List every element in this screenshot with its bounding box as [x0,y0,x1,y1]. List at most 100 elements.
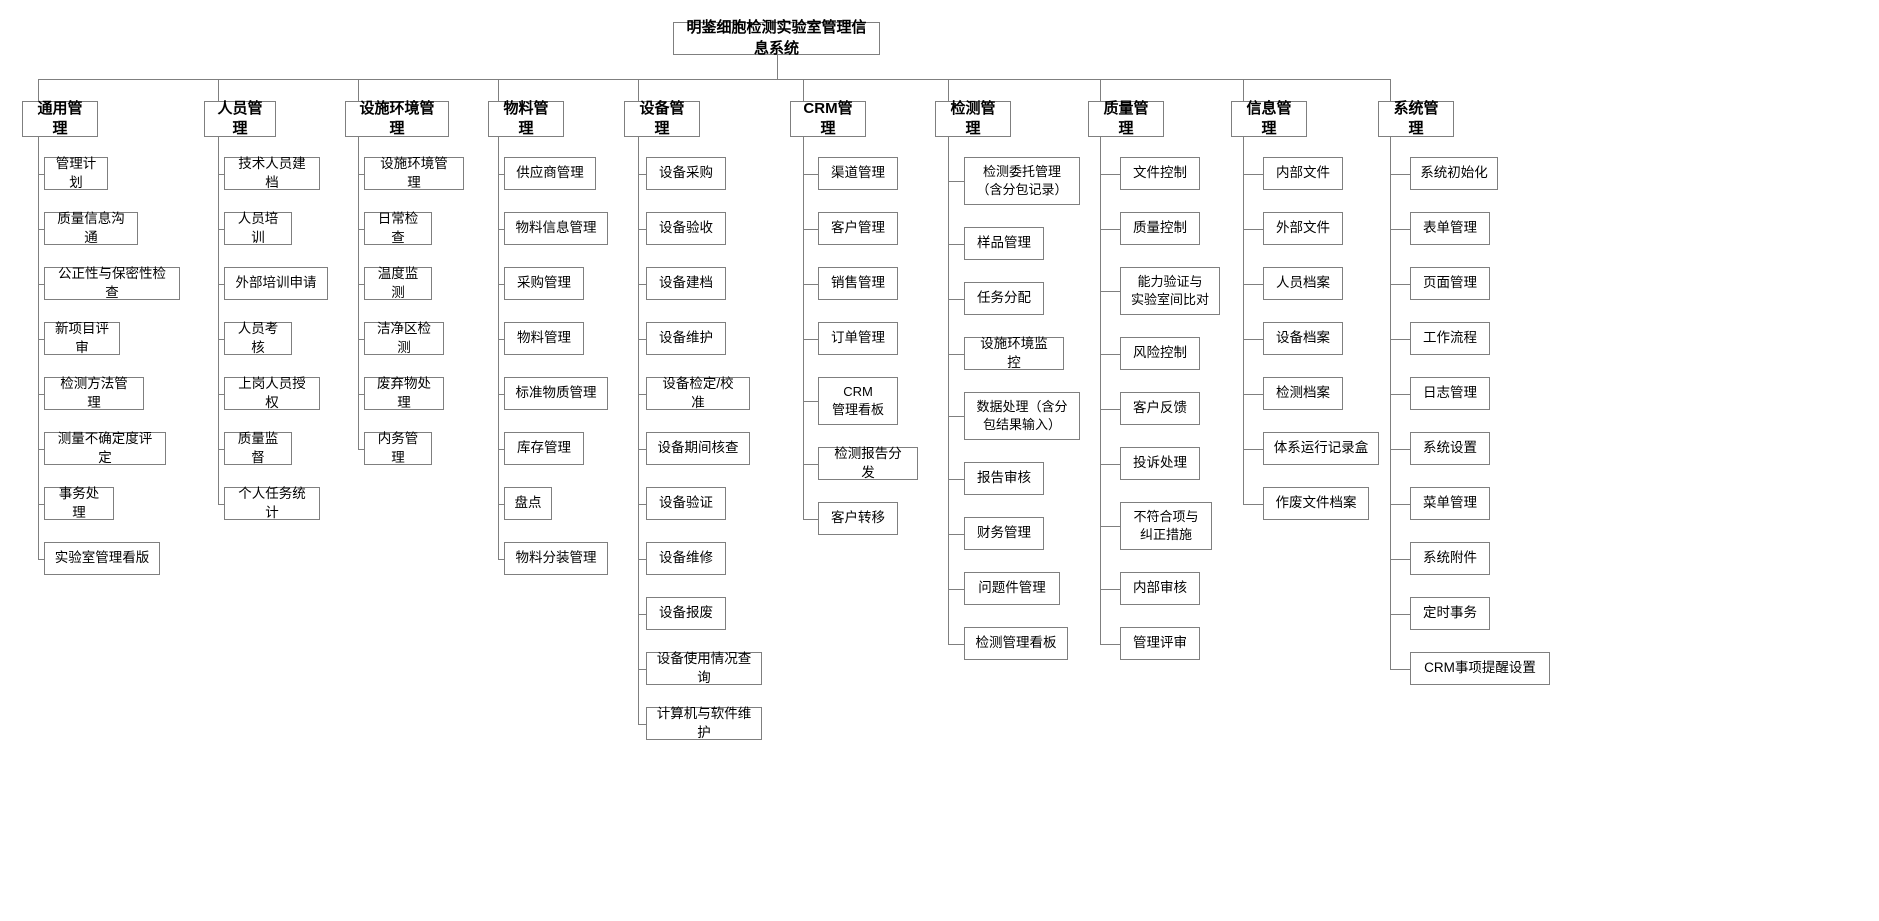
category-node-facility[interactable]: 设施环境管理 [345,100,449,137]
leaf-node-quality-2[interactable]: 能力验证与 实验室间比对 [1120,267,1220,315]
leaf-node-equipment-10[interactable]: 计算机与软件维护 [646,706,762,740]
leaf-node-facility-2[interactable]: 温度监测 [364,266,432,300]
leaf-node-quality-8[interactable]: 管理评审 [1120,627,1200,660]
leaf-node-material-3[interactable]: 物料管理 [504,322,584,355]
leaf-node-material-0[interactable]: 供应商管理 [504,157,596,190]
leaf-node-system-3[interactable]: 工作流程 [1410,322,1490,355]
leaf-stub-line-crm-2 [803,284,818,285]
leaf-node-information-3[interactable]: 设备档案 [1263,322,1343,355]
category-node-general[interactable]: 通用管理 [22,100,98,137]
leaf-node-equipment-8[interactable]: 设备报废 [646,597,726,630]
leaf-node-equipment-0[interactable]: 设备采购 [646,157,726,190]
leaf-node-material-7[interactable]: 物料分装管理 [504,542,608,575]
leaf-node-testing-7[interactable]: 问题件管理 [964,572,1060,605]
leaf-node-crm-2[interactable]: 销售管理 [818,267,898,300]
leaf-stub-line-personnel-5 [218,449,224,450]
leaf-node-testing-3[interactable]: 设施环境监控 [964,336,1064,370]
leaf-node-facility-3[interactable]: 洁净区检测 [364,321,444,355]
leaf-node-testing-1[interactable]: 样品管理 [964,227,1044,260]
leaf-node-information-1[interactable]: 外部文件 [1263,212,1343,245]
leaf-node-system-1[interactable]: 表单管理 [1410,212,1490,245]
leaf-node-personnel-0[interactable]: 技术人员建档 [224,156,320,190]
leaf-node-crm-6[interactable]: 客户转移 [818,502,898,535]
leaf-node-material-4[interactable]: 标准物质管理 [504,377,608,410]
leaf-node-testing-2[interactable]: 任务分配 [964,282,1044,315]
leaf-node-material-5[interactable]: 库存管理 [504,432,584,465]
leaf-stub-line-general-0 [38,174,44,175]
leaf-node-personnel-6[interactable]: 个人任务统计 [224,486,320,520]
leaf-node-general-0[interactable]: 管理计划 [44,156,108,190]
leaf-node-crm-3[interactable]: 订单管理 [818,322,898,355]
leaf-stub-line-quality-3 [1100,354,1120,355]
leaf-node-information-5[interactable]: 体系运行记录盒 [1263,432,1379,465]
leaf-node-general-2[interactable]: 公正性与保密性检查 [44,266,180,300]
leaf-node-general-7[interactable]: 实验室管理看版 [44,542,160,575]
column-spine-line-personnel [218,137,219,504]
leaf-node-material-2[interactable]: 采购管理 [504,267,584,300]
category-node-system[interactable]: 系统管理 [1378,100,1454,137]
leaf-node-facility-0[interactable]: 设施环境管理 [364,156,464,190]
leaf-node-equipment-2[interactable]: 设备建档 [646,267,726,300]
category-node-personnel[interactable]: 人员管理 [204,100,276,137]
leaf-node-general-3[interactable]: 新项目评审 [44,321,120,355]
leaf-node-general-4[interactable]: 检测方法管理 [44,376,144,410]
leaf-node-system-8[interactable]: 定时事务 [1410,597,1490,630]
leaf-node-information-0[interactable]: 内部文件 [1263,157,1343,190]
leaf-node-quality-5[interactable]: 投诉处理 [1120,447,1200,480]
leaf-node-quality-7[interactable]: 内部审核 [1120,572,1200,605]
leaf-node-testing-0[interactable]: 检测委托管理 （含分包记录） [964,157,1080,205]
leaf-node-quality-3[interactable]: 风险控制 [1120,337,1200,370]
category-node-material[interactable]: 物料管理 [488,100,564,137]
leaf-node-information-2[interactable]: 人员档案 [1263,267,1343,300]
category-node-testing[interactable]: 检测管理 [935,100,1011,137]
leaf-node-crm-5[interactable]: 检测报告分发 [818,446,918,480]
leaf-node-equipment-3[interactable]: 设备维护 [646,322,726,355]
leaf-stub-line-general-3 [38,339,44,340]
leaf-node-facility-1[interactable]: 日常检查 [364,211,432,245]
leaf-node-general-6[interactable]: 事务处理 [44,486,114,520]
leaf-node-crm-4[interactable]: CRM 管理看板 [818,377,898,425]
leaf-node-facility-5[interactable]: 内务管理 [364,431,432,465]
leaf-node-system-0[interactable]: 系统初始化 [1410,157,1498,190]
leaf-node-quality-4[interactable]: 客户反馈 [1120,392,1200,425]
leaf-node-system-5[interactable]: 系统设置 [1410,432,1490,465]
leaf-node-system-2[interactable]: 页面管理 [1410,267,1490,300]
leaf-node-quality-0[interactable]: 文件控制 [1120,157,1200,190]
leaf-node-testing-6[interactable]: 财务管理 [964,517,1044,550]
leaf-node-personnel-5[interactable]: 质量监督 [224,431,292,465]
category-node-quality[interactable]: 质量管理 [1088,100,1164,137]
leaf-node-testing-4[interactable]: 数据处理（含分 包结果输入） [964,392,1080,440]
leaf-node-personnel-2[interactable]: 外部培训申请 [224,267,328,300]
leaf-node-personnel-1[interactable]: 人员培训 [224,211,292,245]
column-spine-line-general [38,137,39,559]
leaf-node-equipment-7[interactable]: 设备维修 [646,542,726,575]
leaf-stub-line-material-7 [498,559,504,560]
leaf-node-equipment-4[interactable]: 设备检定/校准 [646,376,750,410]
leaf-node-system-7[interactable]: 系统附件 [1410,542,1490,575]
leaf-node-crm-0[interactable]: 渠道管理 [818,157,898,190]
leaf-node-testing-5[interactable]: 报告审核 [964,462,1044,495]
leaf-node-facility-4[interactable]: 废弃物处理 [364,376,444,410]
category-node-equipment[interactable]: 设备管理 [624,100,700,137]
leaf-node-equipment-6[interactable]: 设备验证 [646,487,726,520]
leaf-node-equipment-9[interactable]: 设备使用情况查询 [646,651,762,685]
category-node-crm[interactable]: CRM管理 [790,100,866,137]
leaf-node-general-1[interactable]: 质量信息沟通 [44,211,138,245]
leaf-node-general-5[interactable]: 测量不确定度评定 [44,431,166,465]
leaf-node-system-9[interactable]: CRM事项提醒设置 [1410,652,1550,685]
leaf-node-equipment-5[interactable]: 设备期间核查 [646,432,750,465]
leaf-node-quality-6[interactable]: 不符合项与 纠正措施 [1120,502,1212,550]
leaf-node-system-6[interactable]: 菜单管理 [1410,487,1490,520]
leaf-node-personnel-4[interactable]: 上岗人员授权 [224,376,320,410]
leaf-node-material-6[interactable]: 盘点 [504,487,552,520]
leaf-node-information-4[interactable]: 检测档案 [1263,377,1343,410]
leaf-node-crm-1[interactable]: 客户管理 [818,212,898,245]
leaf-node-material-1[interactable]: 物料信息管理 [504,212,608,245]
leaf-node-information-6[interactable]: 作废文件档案 [1263,487,1369,520]
leaf-node-testing-8[interactable]: 检测管理看板 [964,627,1068,660]
category-node-information[interactable]: 信息管理 [1231,100,1307,137]
leaf-node-quality-1[interactable]: 质量控制 [1120,212,1200,245]
leaf-node-system-4[interactable]: 日志管理 [1410,377,1490,410]
leaf-node-equipment-1[interactable]: 设备验收 [646,212,726,245]
leaf-node-personnel-3[interactable]: 人员考核 [224,321,292,355]
